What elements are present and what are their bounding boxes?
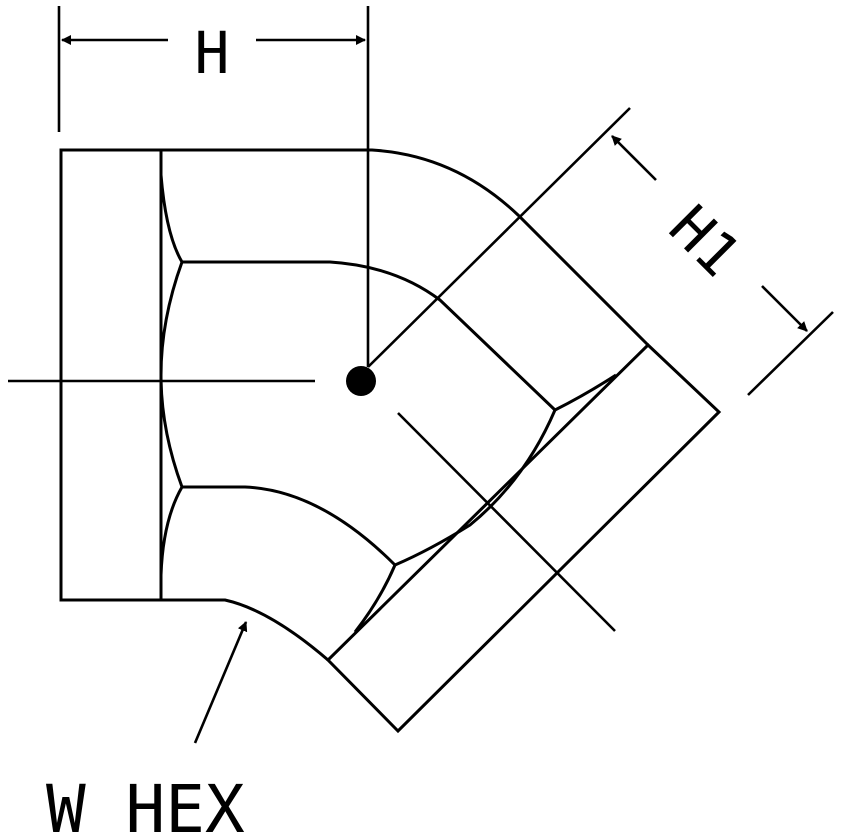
facet-corner-bottom-right bbox=[353, 564, 397, 633]
facet-corner-top-right bbox=[554, 373, 617, 412]
hex-facet-lower bbox=[182, 485, 397, 567]
facet-corner-bottom-left bbox=[159, 486, 184, 576]
left-hex-flange bbox=[59, 148, 163, 602]
center-point bbox=[346, 366, 376, 396]
w-hex-leader-arrow bbox=[193, 621, 248, 744]
right-hex-flange bbox=[325, 342, 722, 734]
facet-corner-mid-right bbox=[394, 409, 557, 567]
h1-arrow-lower bbox=[761, 285, 808, 332]
h1-extension-upper bbox=[367, 107, 631, 368]
body-outer-top bbox=[161, 148, 650, 347]
body-outer-bottom bbox=[161, 598, 329, 662]
h-dimension-label: H bbox=[195, 19, 230, 87]
centerline-diagonal bbox=[397, 412, 616, 632]
h1-dimension-label: H1 bbox=[656, 192, 753, 289]
hex-facet-upper bbox=[182, 260, 557, 412]
h1-arrow-upper bbox=[611, 135, 657, 181]
facet-corner-mid-left bbox=[159, 261, 184, 488]
w-hex-callout-label: W HEX bbox=[46, 771, 245, 838]
h1-extension-lower bbox=[747, 311, 834, 396]
facet-corner-top-left bbox=[159, 174, 184, 263]
